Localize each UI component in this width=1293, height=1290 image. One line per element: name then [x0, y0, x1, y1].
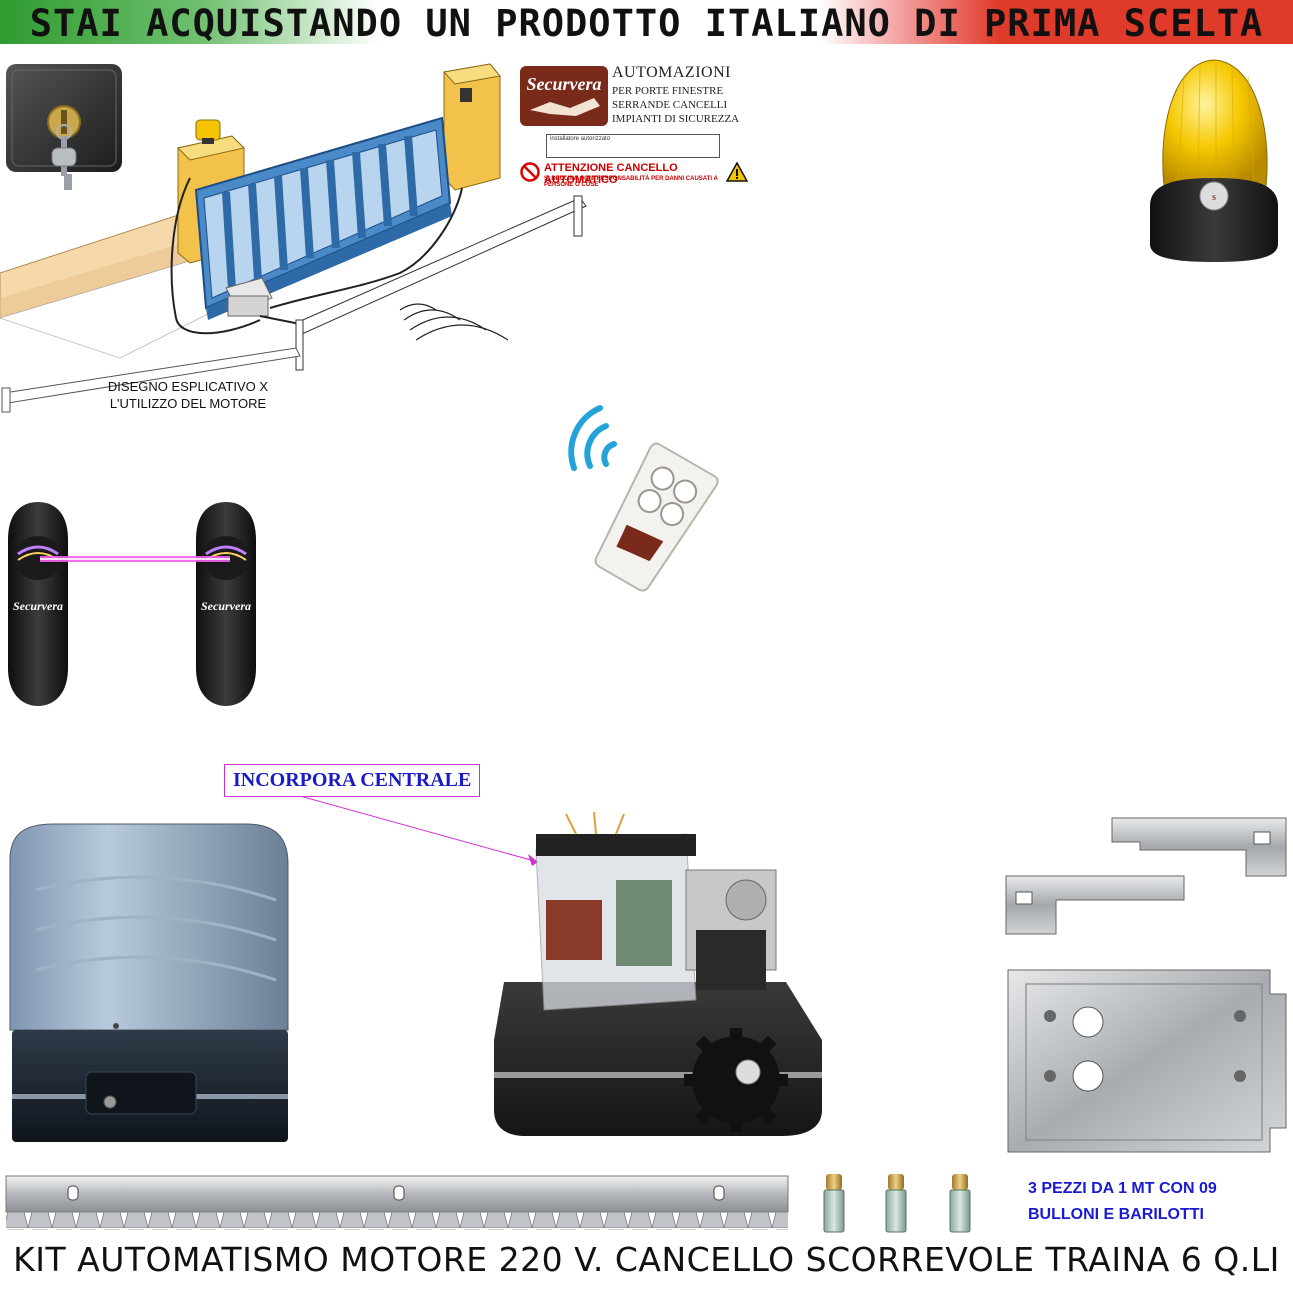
warning-sub: SI DECLINA OGNI RESPONSABILITÀ PER DANNI… [544, 176, 718, 188]
rack-note: 3 PEZZI DA 1 MT CON 09 BULLONI E BARILOT… [1028, 1176, 1217, 1228]
gear-motor-icon [9, 823, 289, 1142]
open-motor-with-board [494, 811, 822, 1136]
svg-text:Securvera: Securvera [13, 599, 63, 613]
no-walking-icon [520, 162, 540, 182]
gear-rack-icon [5, 1175, 789, 1230]
photocell-pair: Securvera Securvera [8, 502, 256, 706]
remote-control-icon [568, 405, 719, 592]
rack-note-line2: BULLONI E BARILOTTI [1028, 1206, 1204, 1223]
brand-line-2: SERRANDE CANCELLI [612, 99, 728, 111]
bolt-set [823, 1174, 971, 1233]
svg-text:Securvera: Securvera [527, 74, 602, 94]
diagram-caption: DISEGNO ESPLICATIVO X L'UTILIZZO DEL MOT… [88, 378, 288, 412]
brand-logo-icon: Securvera [520, 66, 608, 126]
warning-triangle-icon [726, 162, 748, 182]
brand-sign: Securvera AUTOMAZIONI PER PORTE FINESTRE… [518, 62, 750, 188]
warning-title: ATTENZIONE CANCELLO AUTOMATICO [544, 162, 678, 186]
installer-label: installatore autorizzato [550, 136, 611, 142]
base-plate-icon [1007, 969, 1287, 1153]
incorpora-centrale-callout: INCORPORA CENTRALE [224, 764, 481, 797]
photocell-icon: Securvera [196, 502, 256, 706]
top-banner: STAI ACQUISTANDO UN PRODOTTO ITALIANO DI… [0, 0, 1293, 44]
bolt-icon [949, 1174, 971, 1233]
brand-line-1: PER PORTE FINESTRE [612, 85, 724, 97]
diagram-caption-line2: L'UTILIZZO DEL MOTORE [109, 396, 267, 411]
mounting-bracket-icon [1111, 817, 1287, 877]
flashing-lamp-icon: S [1150, 59, 1278, 262]
rack-note-line1: 3 PEZZI DA 1 MT CON 09 [1028, 1180, 1217, 1197]
svg-text:Securvera: Securvera [201, 599, 251, 613]
bolt-icon [823, 1174, 845, 1233]
brand-lines: PER PORTE FINESTRE SERRANDE CANCELLI IMP… [612, 84, 739, 126]
gear-icon [684, 1028, 788, 1132]
photocell-icon: Securvera [8, 502, 68, 706]
brand-heading: AUTOMAZIONI [612, 64, 731, 81]
banner-text: STAI ACQUISTANDO UN PRODOTTO ITALIANO DI… [29, 2, 1264, 44]
callout-leader [300, 796, 539, 866]
brand-line-3: IMPIANTI DI SICUREZZA [612, 113, 740, 125]
svg-text:S: S [1212, 194, 1216, 202]
installer-box: installatore autorizzato [546, 134, 720, 158]
bolt-icon [885, 1174, 907, 1233]
diagram-caption-line1: DISEGNO ESPLICATIVO X [107, 379, 269, 394]
mounting-bracket-icon [1005, 875, 1185, 935]
key-switch-icon [6, 64, 122, 190]
kit-title: KIT AUTOMATISMO MOTORE 220 V. CANCELLO S… [13, 1240, 1280, 1279]
warning-strip: ATTENZIONE CANCELLO AUTOMATICO SI DECLIN… [520, 162, 748, 188]
gate-diagram [0, 63, 587, 413]
